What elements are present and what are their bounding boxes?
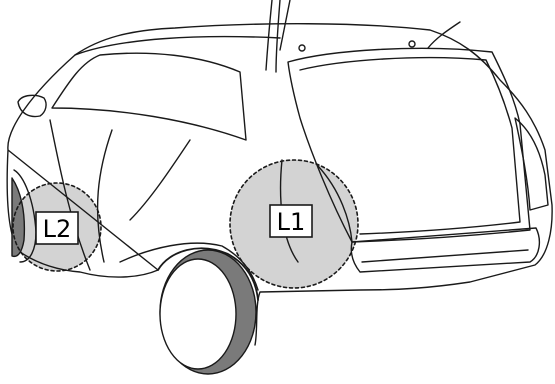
l1-label: L1 bbox=[270, 205, 312, 237]
side-window bbox=[52, 53, 246, 140]
rear-bumper bbox=[351, 228, 539, 272]
door-rear-seam bbox=[98, 130, 112, 262]
hatch-hinge-left bbox=[299, 45, 305, 51]
hatch-strut bbox=[280, 0, 290, 50]
hatch-door bbox=[266, 0, 280, 72]
front-tire bbox=[12, 178, 24, 256]
l2-label-text: L2 bbox=[43, 215, 72, 243]
hatch-hinge-right bbox=[409, 41, 415, 47]
rear-tire-sidewall bbox=[160, 259, 236, 369]
bumper-lower bbox=[362, 250, 528, 262]
body-crease bbox=[130, 140, 190, 220]
l1-label-text: L1 bbox=[277, 208, 306, 236]
tail-light bbox=[515, 118, 548, 210]
l2-label: L2 bbox=[36, 212, 78, 244]
